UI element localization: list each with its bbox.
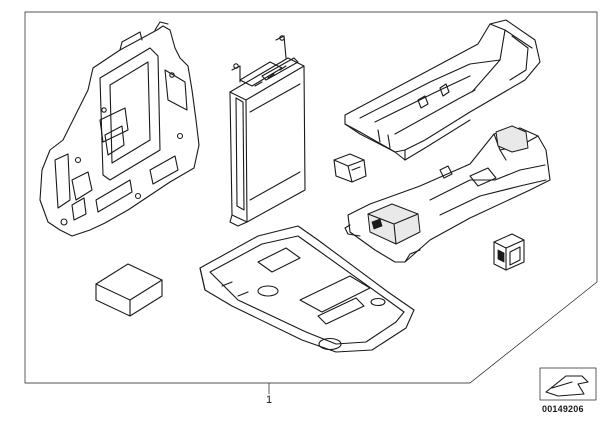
bracket-frame[interactable] xyxy=(39,21,200,237)
kit-frame xyxy=(24,11,598,384)
cable-tray[interactable] xyxy=(344,125,551,263)
small-clip[interactable] xyxy=(333,153,367,183)
arrow-pointer-icon xyxy=(539,367,597,401)
connector-module[interactable] xyxy=(493,233,525,271)
callout-number: 1 xyxy=(266,394,273,406)
reference-code: 00149206 xyxy=(542,404,584,414)
foam-pad[interactable] xyxy=(95,263,163,317)
base-tray[interactable] xyxy=(199,225,415,353)
upper-tray[interactable] xyxy=(344,19,541,161)
control-unit[interactable] xyxy=(229,35,306,227)
